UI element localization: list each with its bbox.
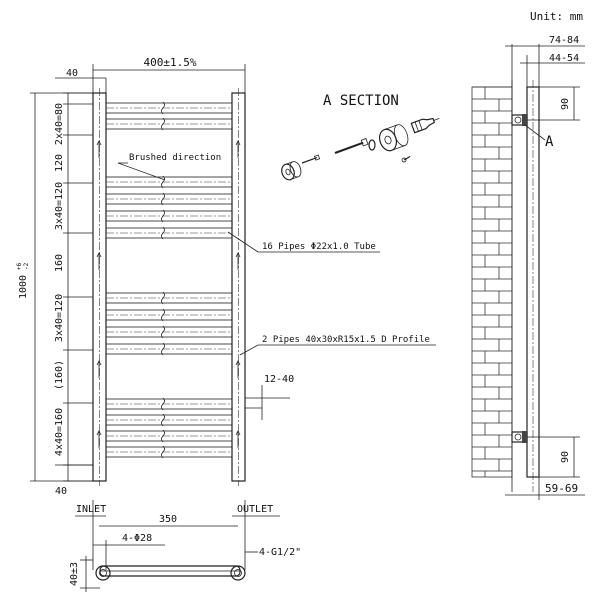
bottom-bracket <box>511 431 528 443</box>
thread-dimension: 4-G1/2" <box>259 547 301 558</box>
brushed-direction-label: Brushed direction <box>129 153 221 163</box>
side-view: A 74-84 44-54 90 90 59-69 <box>471 35 585 500</box>
centers-dimension: 350 <box>159 514 177 525</box>
top-bracket <box>511 114 528 126</box>
wall-gap-dimension: 59-69 <box>545 482 578 495</box>
diameter-dimension: 4-Φ28 <box>122 533 152 544</box>
section-marker-a: A <box>545 134 554 150</box>
projection-dimension: 40±3 <box>69 562 80 586</box>
front-top-dimensions: 400±1.5% 40 <box>55 56 246 93</box>
front-view <box>92 88 246 486</box>
height-tol-lower: -2 <box>23 262 30 270</box>
inlet-label: INLET <box>76 504 106 515</box>
dim-gap-1: 120 <box>54 154 65 172</box>
top-offset-dimension: 40 <box>66 68 78 79</box>
dim-gap-2: 160 <box>54 254 65 272</box>
tube-group <box>105 102 233 458</box>
depth-inner-dimension: 44-54 <box>549 53 579 64</box>
dim-group-2: 3x40=120 <box>54 182 65 230</box>
bottom-bracket-dimension: 90 <box>560 451 571 463</box>
front-left-dimensions: 1000 +6 -2 2x40=80 120 3x40=120 160 3x40… <box>16 92 93 497</box>
gap-dimension-label: 12-40 <box>264 374 294 385</box>
height-dimension: 1000 <box>18 275 29 299</box>
width-dimension: 400±1.5% <box>144 56 197 69</box>
brushed-marks <box>96 101 241 459</box>
section-title: A SECTION <box>323 93 399 109</box>
profile-spec-label: 2 Pipes 40x30xR15x1.5 D Profile <box>262 335 430 345</box>
outlet-valve <box>230 565 246 581</box>
tube-spec-label: 16 Pipes Φ22x1.0 Tube <box>262 242 376 252</box>
unit-label: Unit: mm <box>530 10 583 23</box>
front-callouts: Brushed direction 16 Pipes Φ22x1.0 Tube … <box>117 153 436 420</box>
outlet-label: OUTLET <box>237 504 273 515</box>
dim-gap-3: (160) <box>54 360 65 390</box>
a-section: A SECTION <box>281 93 440 181</box>
dim-group-3: 3x40=120 <box>54 294 65 342</box>
dim-top-pair: 2x40=80 <box>54 103 65 145</box>
top-bracket-dimension: 90 <box>560 98 571 110</box>
bottom-view: INLET OUTLET 350 4-Φ28 4-G1/2" 40±3 <box>69 500 301 592</box>
inlet-valve <box>95 565 111 581</box>
brick-wall <box>471 86 513 478</box>
bottom-offset-dimension: 40 <box>55 486 67 497</box>
dim-group-4: 4x40=160 <box>54 408 65 456</box>
height-tol-upper: +6 <box>16 262 23 270</box>
depth-outer-dimension: 74-84 <box>549 35 579 46</box>
